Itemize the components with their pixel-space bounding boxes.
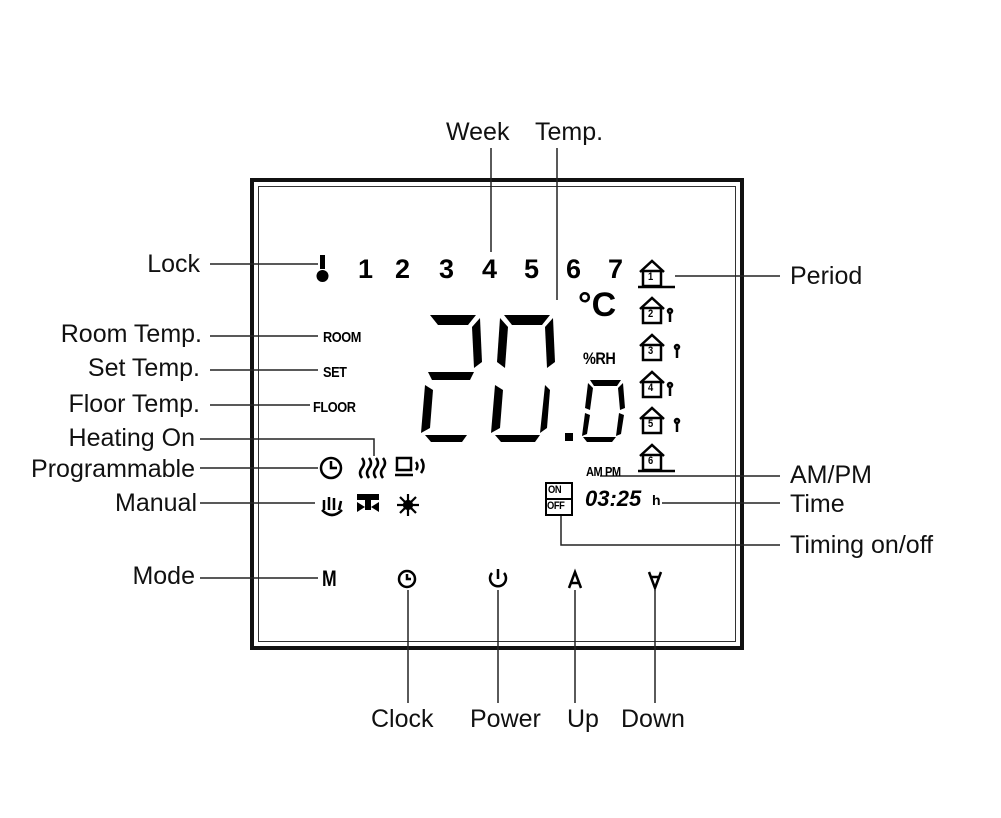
valve-icon — [357, 494, 379, 512]
callout-floor-temp: Floor Temp. — [68, 390, 200, 418]
hand-icon — [321, 497, 343, 517]
period-3-icon — [639, 333, 681, 362]
clock-icon — [319, 456, 343, 480]
thermostat-panel — [250, 178, 744, 650]
callout-room-temp: Room Temp. — [60, 320, 202, 348]
callout-timing: Timing on/off — [790, 531, 934, 559]
day-4: 4 — [482, 254, 498, 284]
big-digit-0 — [491, 315, 555, 442]
mode-button[interactable]: M — [322, 566, 337, 591]
period-4-number: 4 — [648, 382, 653, 394]
callout-clock: Clock — [371, 705, 434, 733]
callout-period: Period — [790, 262, 863, 290]
period-2-icon — [639, 296, 674, 325]
period-6-number: 6 — [648, 455, 653, 467]
period-6-icon — [638, 443, 675, 473]
period-2-number: 2 — [648, 308, 653, 320]
callout-programmable: Programmable — [31, 455, 195, 483]
day-6: 6 — [566, 254, 582, 284]
time-suffix: h — [652, 492, 661, 508]
floor-tag: FLOOR — [313, 399, 356, 416]
callout-mode: Mode — [132, 562, 195, 590]
period-1-number: 1 — [648, 271, 653, 283]
day-1: 1 — [358, 254, 374, 284]
callout-heating-on: Heating On — [68, 424, 195, 452]
timing-onoff-box — [545, 482, 573, 516]
period-1-icon — [638, 259, 675, 289]
ampm-indicator: AM PM — [586, 464, 621, 479]
day-5: 5 — [524, 254, 540, 284]
callout-time: Time — [790, 490, 845, 518]
period-icons — [638, 259, 681, 473]
small-digit-0 — [582, 380, 625, 442]
computer-icon — [395, 456, 425, 477]
big-digit-2 — [421, 315, 482, 442]
sun-icon — [397, 494, 419, 516]
timing-on-label: ON — [548, 484, 562, 496]
set-tag: SET — [323, 364, 347, 381]
time-readout: 03:25 — [585, 486, 642, 511]
callout-power: Power — [470, 705, 541, 733]
humidity-unit: %RH — [583, 349, 616, 368]
callout-down: Down — [621, 705, 685, 733]
callout-up: Up — [567, 705, 599, 733]
timing-off-label: OFF — [547, 500, 565, 512]
day-3: 3 — [439, 254, 455, 284]
period-5-number: 5 — [648, 418, 653, 430]
lock-icon — [316, 255, 329, 282]
period-4-icon — [639, 370, 674, 399]
heating-icon — [358, 457, 387, 479]
period-3-number: 3 — [648, 345, 653, 357]
callout-lock: Lock — [147, 250, 200, 278]
decimal-point — [565, 433, 573, 441]
leader-timing — [560, 516, 780, 546]
up-button-icon — [567, 568, 583, 589]
callout-week: Week — [446, 118, 510, 146]
day-7: 7 — [608, 254, 624, 284]
day-2: 2 — [395, 254, 411, 284]
callout-temp: Temp. — [535, 118, 604, 146]
leader-heating — [200, 438, 375, 456]
callout-ampm: AM/PM — [790, 461, 872, 489]
clock-button-icon — [397, 569, 417, 589]
power-button-icon — [488, 569, 508, 588]
period-5-icon — [639, 406, 681, 435]
thermostat-panel-inner — [258, 186, 736, 642]
down-button-icon — [647, 571, 663, 592]
callout-manual: Manual — [115, 489, 197, 517]
room-tag: ROOM — [323, 329, 361, 346]
callout-set-temp: Set Temp. — [87, 354, 200, 382]
temp-unit: °C — [578, 286, 617, 324]
